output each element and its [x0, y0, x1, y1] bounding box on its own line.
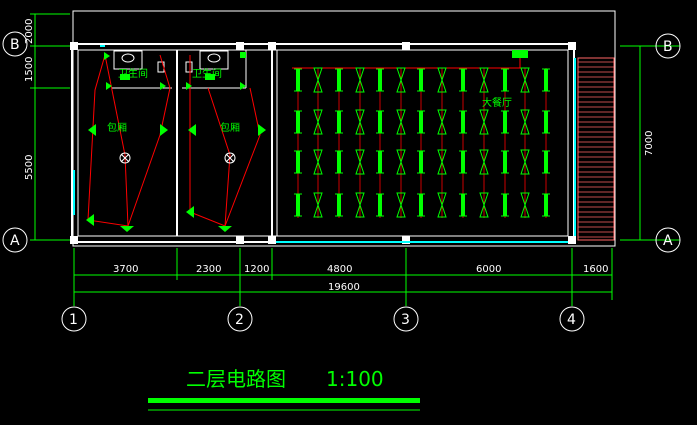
drawing-scale: 1:100	[326, 367, 384, 391]
room-label-hall: 大餐厅	[482, 96, 512, 109]
hall-lamp-hourglass	[313, 109, 323, 135]
toilet-fixtures	[113, 50, 229, 73]
axis-1: 1	[69, 312, 78, 328]
hall-lamp-hourglass	[520, 192, 530, 218]
wiring	[87, 54, 521, 227]
dim-1600: 1600	[583, 264, 608, 275]
stair	[577, 57, 615, 241]
hall-lamp-hourglass	[437, 192, 447, 218]
hall-lamp-hourglass	[437, 149, 447, 175]
hall-lamp-tube	[503, 69, 507, 91]
dim-2300: 2300	[196, 264, 221, 275]
windows	[73, 45, 576, 243]
hall-lamp-hourglass	[355, 149, 365, 175]
hall-lamp-hourglass	[437, 109, 447, 135]
drawing-title: 二层电路图	[186, 367, 286, 391]
hall-lamp-tube	[544, 111, 548, 133]
hall-lamp-tube	[337, 194, 341, 216]
hall-lamp-hourglass	[479, 109, 489, 135]
hall-lamp-tube	[419, 69, 423, 91]
room-label-toilet-2: 卫生间	[192, 67, 222, 80]
hall-lamp-hourglass	[396, 67, 406, 93]
dim-left-2000: 2000	[24, 19, 35, 44]
hall-lamp-tube	[378, 111, 382, 133]
axis-a-left: A	[10, 233, 20, 249]
hall-lamp-tube	[378, 69, 382, 91]
room-label-private-2: 包厢	[220, 121, 240, 134]
hall-lamp-hourglass	[479, 192, 489, 218]
hall-lamp-hourglass	[520, 67, 530, 93]
hall-lamp-tube	[378, 194, 382, 216]
hall-lamp-hourglass	[396, 192, 406, 218]
hall-lamp-tube	[337, 69, 341, 91]
hall-lamp-hourglass	[355, 192, 365, 218]
hall-lamp-hourglass	[313, 192, 323, 218]
hall-lamp-hourglass	[313, 149, 323, 175]
ceiling-fans	[119, 152, 236, 164]
hall-lamp-hourglass	[396, 149, 406, 175]
hall-lamp-hourglass	[520, 149, 530, 175]
hall-lamp-tube	[503, 194, 507, 216]
axis-b-right: B	[663, 39, 673, 55]
dim-6000: 6000	[476, 264, 501, 275]
axis-b-left: B	[10, 37, 20, 53]
axis-bubbles	[2, 31, 681, 332]
hall-lamp-hourglass	[520, 109, 530, 135]
hall-lamp-tube	[461, 111, 465, 133]
hall-lamp-tube	[419, 194, 423, 216]
dimension-lines	[30, 13, 680, 306]
axis-4: 4	[567, 312, 576, 328]
axis-3: 3	[401, 312, 410, 328]
hall-lamp-hourglass	[355, 67, 365, 93]
dim-right-7000: 7000	[644, 131, 655, 156]
hall-lamp-tube	[337, 151, 341, 173]
hall-lamp-tube	[296, 151, 300, 173]
hall-lamp-tube	[296, 111, 300, 133]
dim-left-5500: 5500	[24, 155, 35, 180]
room-label-private-1: 包厢	[107, 121, 127, 134]
hall-lamp-tube	[461, 69, 465, 91]
hall-lamp-tube	[461, 151, 465, 173]
hall-lamp-tube	[337, 111, 341, 133]
hall-lamp-tube	[503, 151, 507, 173]
hall-lamp-tube	[419, 151, 423, 173]
hall-lamp-hourglass	[355, 109, 365, 135]
wall-lamps	[86, 50, 528, 232]
roof-outline	[72, 10, 616, 247]
axis-2: 2	[235, 312, 244, 328]
hall-lamp-tube	[544, 194, 548, 216]
hall-lamp-hourglass	[437, 67, 447, 93]
dim-left-1500: 1500	[24, 57, 35, 82]
hall-lamp-tube	[503, 111, 507, 133]
dim-total: 19600	[328, 282, 360, 293]
hall-lamp-hourglass	[313, 67, 323, 93]
room-label-toilet-1: 卫生间	[118, 67, 148, 80]
hall-lamp-tube	[544, 151, 548, 173]
title-underline-thick	[148, 398, 420, 403]
columns	[70, 42, 576, 244]
hall-lamp-tube	[378, 151, 382, 173]
axis-a-right: A	[663, 233, 673, 249]
dim-4800: 4800	[327, 264, 352, 275]
dim-3700: 3700	[113, 264, 138, 275]
hall-lamp-hourglass	[479, 67, 489, 93]
hall-lamp-tube	[419, 111, 423, 133]
hall-lighting-grid	[294, 67, 550, 218]
hall-lamp-tube	[296, 69, 300, 91]
hall-lamp-hourglass	[479, 149, 489, 175]
dim-1200: 1200	[244, 264, 269, 275]
hall-lamp-tube	[296, 194, 300, 216]
hall-lamp-tube	[544, 69, 548, 91]
hall-lamp-tube	[461, 194, 465, 216]
hall-lamp-hourglass	[396, 109, 406, 135]
